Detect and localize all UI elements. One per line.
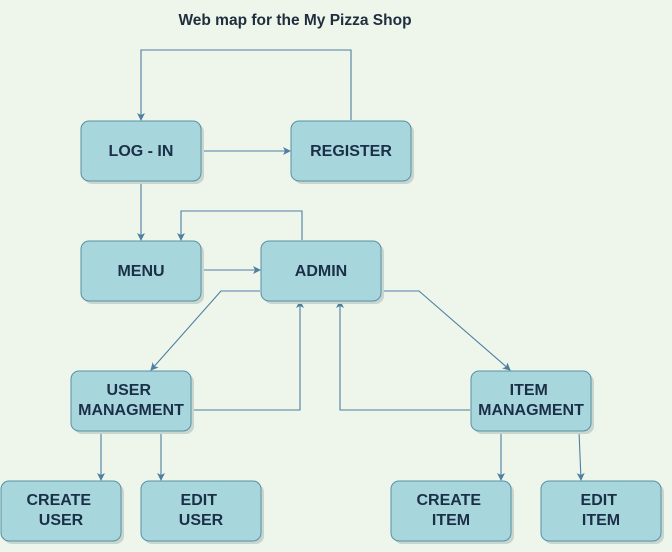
edge-admin-to-user-managment xyxy=(150,290,260,371)
node-create-user-label-line-1: CREATE xyxy=(26,492,91,509)
node-log-in-label: LOG - IN xyxy=(109,143,174,160)
svg-text:LOG - IN: LOG - IN xyxy=(109,143,174,160)
node-edit-item[interactable]: EDIT ITEM xyxy=(540,480,664,544)
node-create-item-label-line-1: CREATE xyxy=(416,492,481,509)
node-item-managment-label-line-2: MANAGMENT xyxy=(478,402,584,419)
node-edit-user-label-line-2: USER xyxy=(179,512,224,529)
node-item-managment[interactable]: ITEM MANAGMENT xyxy=(470,370,594,434)
node-create-item[interactable]: CREATE ITEM xyxy=(390,480,514,544)
node-create-item-label-line-2: ITEM xyxy=(432,512,470,529)
svg-text:EDIT ITEM: EDIT ITEM xyxy=(581,492,622,529)
edge-item-managment-to-edit-item xyxy=(576,430,585,481)
node-user-managment[interactable]: USER MANAGMENT xyxy=(70,370,194,434)
node-edit-user[interactable]: EDIT USER xyxy=(140,480,264,544)
node-item-managment-label-line-1: ITEM xyxy=(510,382,548,399)
node-admin-label: ADMIN xyxy=(295,263,347,280)
node-edit-item-label-line-1: EDIT xyxy=(581,492,618,509)
node-create-user[interactable]: CREATE USER xyxy=(0,480,124,544)
node-user-managment-label-line-2: MANAGMENT xyxy=(78,402,184,419)
node-edit-user-label-line-1: EDIT xyxy=(181,492,218,509)
edges xyxy=(97,49,585,481)
node-admin[interactable]: ADMIN xyxy=(260,240,384,304)
svg-text:ITEM MANAGMENT: ITEM MANAGMENT xyxy=(478,382,584,419)
node-user-managment-label-line-1: USER xyxy=(107,382,152,399)
edge-register-to-login xyxy=(137,49,352,121)
node-register-label: REGISTER xyxy=(310,143,392,160)
edge-user-managment-to-admin xyxy=(191,300,304,411)
svg-text:ADMIN: ADMIN xyxy=(295,263,347,280)
svg-text:MENU: MENU xyxy=(117,263,164,280)
diagram-title: Web map for the My Pizza Shop xyxy=(178,12,411,29)
node-menu-label: MENU xyxy=(117,263,164,280)
svg-text:REGISTER: REGISTER xyxy=(310,143,392,160)
node-menu[interactable]: MENU xyxy=(80,240,204,304)
edge-admin-to-menu xyxy=(177,210,303,241)
node-create-user-label-line-2: USER xyxy=(39,512,84,529)
node-edit-item-label-line-2: ITEM xyxy=(582,512,620,529)
node-register[interactable]: REGISTER xyxy=(290,120,414,184)
svg-text:CREATE USER: CREATE USER xyxy=(26,492,95,529)
edge-item-managment-to-admin xyxy=(336,300,470,411)
svg-text:CREATE ITEM: CREATE ITEM xyxy=(416,492,485,529)
svg-text:USER MANAGMENT: USER MANAGMENT xyxy=(78,382,184,419)
node-log-in[interactable]: LOG - IN xyxy=(80,120,204,184)
edge-admin-to-item-managment xyxy=(381,290,511,371)
svg-text:EDIT USER: EDIT USER xyxy=(179,492,224,529)
